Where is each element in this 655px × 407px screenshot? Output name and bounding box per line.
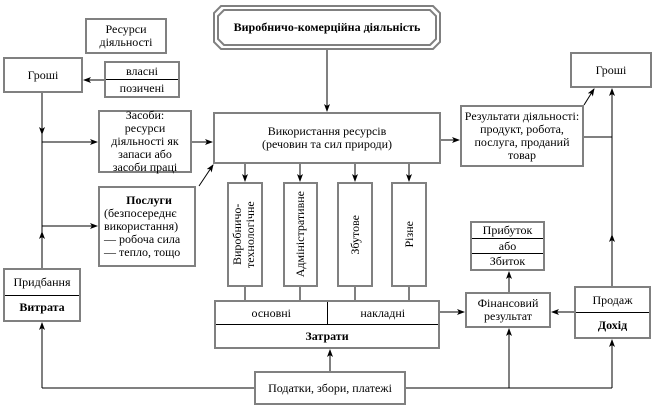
usage-label: Використання ресурсів (речовин та сил пр…: [261, 124, 393, 151]
title-box: Виробничо-комерційна діяльність: [213, 5, 441, 50]
direct-costs: основні: [216, 302, 328, 324]
services-box: Послуги (безпосереднє використання) — ро…: [98, 186, 196, 267]
taxes-label: Податки, збори, платежі: [268, 380, 392, 395]
financial-result-box: Фінансовий результат: [465, 292, 551, 328]
means-label: Засоби: ресурси діяльності як запаси або…: [111, 108, 179, 174]
usage-box: Використання ресурсів (речовин та сил пр…: [213, 112, 441, 164]
sale-label: Продаж: [592, 292, 633, 307]
money-left-box: Гроші: [3, 57, 83, 93]
financial-result-label: Фінансовий результат: [477, 296, 539, 323]
cost-type-label: Збутове: [347, 214, 362, 255]
money-right-label: Гроші: [595, 62, 627, 77]
services-item: — робоча сила: [104, 232, 181, 246]
cost-type-box: Різне: [391, 182, 427, 287]
taxes-box: Податки, збори, платежі: [254, 371, 406, 405]
money-right-box: Гроші: [570, 52, 652, 88]
sale-box: Продаж Дохід: [574, 286, 651, 339]
costs-label: Затрати: [216, 324, 438, 347]
overhead-costs: накладні: [360, 305, 406, 320]
or-label: або: [472, 237, 543, 254]
profit-box: Прибуток або Збиток: [470, 221, 545, 271]
loss-label: Збиток: [472, 253, 543, 269]
results-label: Результати діяльності: продукт, робота, …: [464, 109, 580, 162]
cost-type-label: Виробничо-технологічне: [230, 201, 257, 268]
resources-label-box: Ресурси діяльності: [85, 18, 167, 54]
purchase-label: Придбання: [13, 274, 71, 289]
cost-type-box: Виробничо-технологічне: [227, 182, 263, 287]
costs-box: основні накладні Затрати: [214, 300, 440, 349]
borrowed-funds: позичені: [106, 79, 178, 96]
money-sources-box: власні позичені: [104, 61, 180, 98]
profit-label: Прибуток: [482, 222, 533, 237]
cost-type-label: Адміністративне: [293, 191, 307, 278]
expense-label: Витрата: [5, 294, 79, 321]
cost-type-box: Адміністративне: [283, 182, 318, 287]
results-box: Результати діяльності: продукт, робота, …: [460, 105, 584, 167]
services-item: — тепло, тощо: [104, 245, 181, 259]
purchase-box: Придбання Витрата: [3, 268, 81, 322]
services-heading: Послуги: [126, 193, 172, 207]
income-label: Дохід: [576, 312, 649, 337]
means-box: Засоби: ресурси діяльності як запаси або…: [98, 108, 192, 174]
money-left-label: Гроші: [27, 67, 59, 82]
services-subtitle: (безпосереднє використання): [104, 206, 179, 233]
resources-label: Ресурси діяльності: [99, 22, 153, 49]
title-text: Виробничо-комерційна діяльність: [233, 20, 421, 34]
cost-type-box: Збутове: [337, 182, 373, 287]
own-funds: власні: [126, 63, 158, 78]
cost-type-label: Різне: [401, 221, 416, 248]
